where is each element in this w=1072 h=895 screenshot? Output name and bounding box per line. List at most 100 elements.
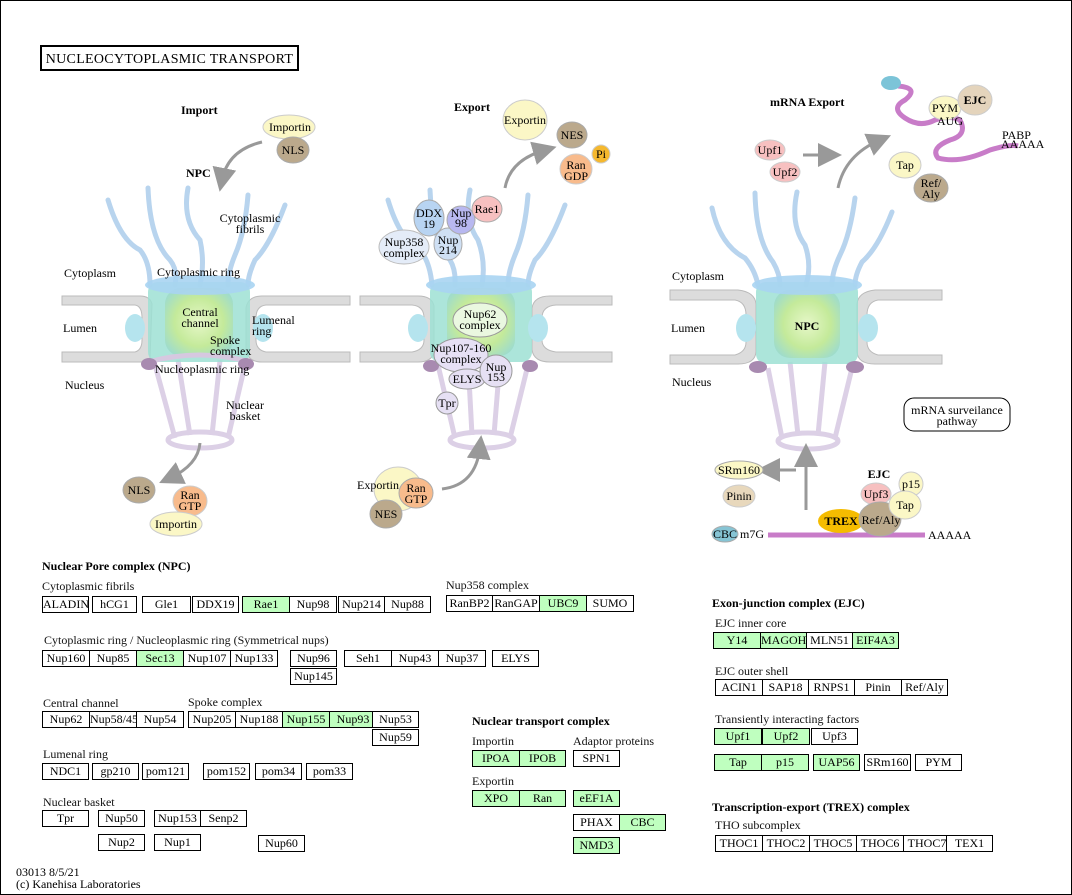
ran-gtp-molecule[interactable] <box>398 477 434 509</box>
gene-box-senp2[interactable]: Senp2 <box>200 810 247 827</box>
gene-box-rae1[interactable]: Rae1 <box>242 596 290 613</box>
gene-box-thoc6[interactable]: THOC6 <box>856 835 904 852</box>
importin-molecule-nuclear[interactable] <box>149 511 203 537</box>
gene-box-sap18[interactable]: SAP18 <box>762 679 809 696</box>
srm160-molecule[interactable] <box>714 460 764 480</box>
gene-box-tap[interactable]: Tap <box>714 754 762 771</box>
gene-box-nup96[interactable]: Nup96 <box>290 650 337 667</box>
nup153-molecule[interactable] <box>479 354 513 388</box>
gene-box-ran[interactable]: Ran <box>519 790 566 807</box>
gene-box-p15[interactable]: p15 <box>761 754 809 771</box>
gene-box-gp210[interactable]: gp210 <box>92 763 139 780</box>
gene-box-srm160[interactable]: SRm160 <box>864 754 911 771</box>
ddx19-molecule[interactable] <box>413 199 445 237</box>
gene-box-nup2[interactable]: Nup2 <box>98 834 145 851</box>
rae1-molecule[interactable] <box>471 195 503 223</box>
gene-box-nup145[interactable]: Nup145 <box>290 668 337 685</box>
nup98-molecule[interactable] <box>446 205 476 235</box>
gene-box-eef1a[interactable]: eEF1A <box>573 790 620 807</box>
gene-box-nup155[interactable]: Nup155 <box>282 711 330 728</box>
gene-box-upf2[interactable]: Upf2 <box>762 728 810 745</box>
gene-box-spn1[interactable]: SPN1 <box>573 750 620 767</box>
gene-box-nup58-45[interactable]: Nup58/45 <box>89 711 138 728</box>
gene-box-ref-aly[interactable]: Ref/Aly <box>901 679 948 696</box>
upf2-molecule[interactable] <box>769 161 801 183</box>
gene-box-nup62[interactable]: Nup62 <box>42 711 90 728</box>
gene-box-ipob[interactable]: IPOB <box>519 750 566 767</box>
gene-box-thoc2[interactable]: THOC2 <box>762 835 810 852</box>
gene-box-thoc7[interactable]: THOC7 <box>903 835 951 852</box>
gene-box-nup85[interactable]: Nup85 <box>89 650 137 667</box>
gene-box-cbc[interactable]: CBC <box>619 814 666 831</box>
gene-box-nup188[interactable]: Nup188 <box>235 711 283 728</box>
gene-box-pym[interactable]: PYM <box>915 754 962 771</box>
gene-box-nup160[interactable]: Nup160 <box>42 650 90 667</box>
gene-box-pom152[interactable]: pom152 <box>203 763 250 780</box>
gene-box-nup43[interactable]: Nup43 <box>391 650 439 667</box>
nes-molecule[interactable] <box>556 121 588 149</box>
gene-box-upf3[interactable]: Upf3 <box>811 728 858 745</box>
gene-box-tpr[interactable]: Tpr <box>42 810 89 827</box>
gene-box-nup98[interactable]: Nup98 <box>289 596 337 613</box>
gene-box-acin1[interactable]: ACIN1 <box>715 679 763 696</box>
gene-box-aladin[interactable]: ALADIN <box>42 596 89 613</box>
gene-box-rangap[interactable]: RanGAP <box>492 595 540 612</box>
gene-box-ranbp2[interactable]: RanBP2 <box>446 595 493 612</box>
gene-box-elys[interactable]: ELYS <box>492 650 539 667</box>
tpr-molecule[interactable] <box>435 391 459 415</box>
tap-molecule[interactable] <box>888 151 922 179</box>
gene-box-nup60[interactable]: Nup60 <box>258 835 305 852</box>
gene-box-pom34[interactable]: pom34 <box>255 763 302 780</box>
gene-box-upf1[interactable]: Upf1 <box>714 728 762 745</box>
gene-box-seh1[interactable]: Seh1 <box>344 650 392 667</box>
gene-box-thoc5[interactable]: THOC5 <box>809 835 857 852</box>
gene-box-pinin[interactable]: Pinin <box>854 679 902 696</box>
gene-box-ipoa[interactable]: IPOA <box>472 750 520 767</box>
gene-box-nup54[interactable]: Nup54 <box>136 711 184 728</box>
gene-box-nup107[interactable]: Nup107 <box>183 650 231 667</box>
surveillance-label-1[interactable]: mRNA surveilance <box>911 403 1003 417</box>
nls-molecule[interactable] <box>276 136 310 164</box>
ejc-molecule[interactable] <box>957 84 993 116</box>
gene-box-nup50[interactable]: Nup50 <box>98 810 145 827</box>
gene-box-phax[interactable]: PHAX <box>573 814 620 831</box>
gene-box-thoc1[interactable]: THOC1 <box>715 835 763 852</box>
gene-box-nmd3[interactable]: NMD3 <box>573 837 620 854</box>
gene-box-nup59[interactable]: Nup59 <box>372 729 419 746</box>
gene-box-nup153[interactable]: Nup153 <box>154 810 201 827</box>
exportin-molecule[interactable] <box>502 99 548 141</box>
gene-box-ndc1[interactable]: NDC1 <box>42 763 89 780</box>
nes-molecule-nuclear[interactable] <box>369 499 403 529</box>
nls-molecule-nuclear[interactable] <box>122 476 156 504</box>
gene-box-nup53[interactable]: Nup53 <box>372 711 419 728</box>
gene-box-magoh[interactable]: MAGOH <box>760 632 807 649</box>
gene-box-eif4a3[interactable]: EIF4A3 <box>852 632 899 649</box>
mrna-surveillance-link[interactable] <box>903 397 1011 432</box>
pi-molecule[interactable] <box>591 144 611 164</box>
gene-box-uap56[interactable]: UAP56 <box>813 754 860 771</box>
pinin-molecule[interactable] <box>722 484 756 508</box>
gene-box-pom121[interactable]: pom121 <box>142 763 189 780</box>
trex-molecule[interactable] <box>818 509 864 533</box>
gene-box-nup93[interactable]: Nup93 <box>329 711 377 728</box>
gene-box-nup88[interactable]: Nup88 <box>384 596 431 613</box>
nup62-complex-molecule[interactable] <box>452 302 508 338</box>
gene-box-rnps1[interactable]: RNPS1 <box>808 679 855 696</box>
surveillance-label-2[interactable]: pathway <box>936 414 978 428</box>
upf1-molecule[interactable] <box>754 139 786 161</box>
ran-gdp-molecule[interactable] <box>559 153 593 185</box>
gene-box-nup133[interactable]: Nup133 <box>230 650 278 667</box>
gene-box-hcg1[interactable]: hCG1 <box>92 596 137 613</box>
gene-box-ubc9[interactable]: UBC9 <box>539 595 587 612</box>
nup214-molecule[interactable] <box>433 227 463 261</box>
gene-box-nup1[interactable]: Nup1 <box>154 834 201 851</box>
gene-box-mln51[interactable]: MLN51 <box>806 632 853 649</box>
nup358-complex-molecule[interactable] <box>378 229 430 265</box>
gene-box-gle1[interactable]: Gle1 <box>142 596 191 613</box>
tap-molecule-nuclear[interactable] <box>888 490 922 520</box>
gene-box-nup214[interactable]: Nup214 <box>338 596 385 613</box>
cbc-molecule[interactable] <box>711 525 739 543</box>
gene-box-ddx19[interactable]: DDX19 <box>192 596 239 613</box>
gene-box-sumo[interactable]: SUMO <box>586 595 634 612</box>
gene-box-tex1[interactable]: TEX1 <box>946 835 993 852</box>
